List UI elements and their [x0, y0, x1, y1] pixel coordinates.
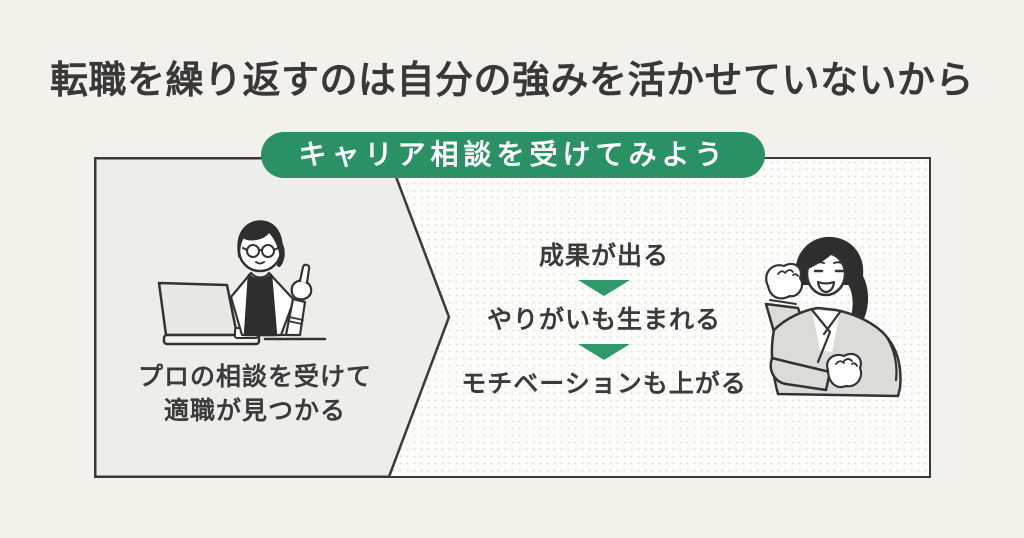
laptop-screen	[157, 281, 239, 337]
caption-line-1: プロの相談を受けて	[137, 363, 372, 391]
bangs	[806, 240, 852, 269]
diagram-panel: プロの相談を受けて 適職が見つかる 成果が出る やりがいも生まれる モチベーショ…	[93, 156, 931, 478]
down-arrow-icon	[578, 280, 630, 296]
caption-line-2: 適職が見つかる	[163, 397, 346, 425]
raised-fist	[765, 262, 804, 300]
step-label-2: やりがいも生まれる	[486, 306, 721, 334]
smile	[255, 261, 265, 265]
main-title: 転職を繰り返すのは自分の強みを活かせていないから	[49, 60, 974, 102]
lapel	[810, 308, 842, 364]
benefit-steps: 成果が出る やりがいも生まれる モチベーションも上がる	[460, 242, 748, 398]
career-consult-badge: キャリア相談を受けてみよう	[261, 132, 765, 178]
down-arrow-icon	[578, 344, 630, 360]
step-label-3: モチベーションも上がる	[461, 370, 747, 398]
left-panel-caption: プロの相談を受けて 適職が見つかる	[130, 360, 380, 428]
hair	[237, 220, 283, 260]
happy-businesswoman-illustration	[764, 236, 902, 398]
chest-fist	[826, 352, 863, 389]
step-label-1: 成果が出る	[538, 242, 669, 270]
consultant-at-laptop-illustration	[157, 220, 327, 346]
open-smile	[816, 280, 836, 294]
